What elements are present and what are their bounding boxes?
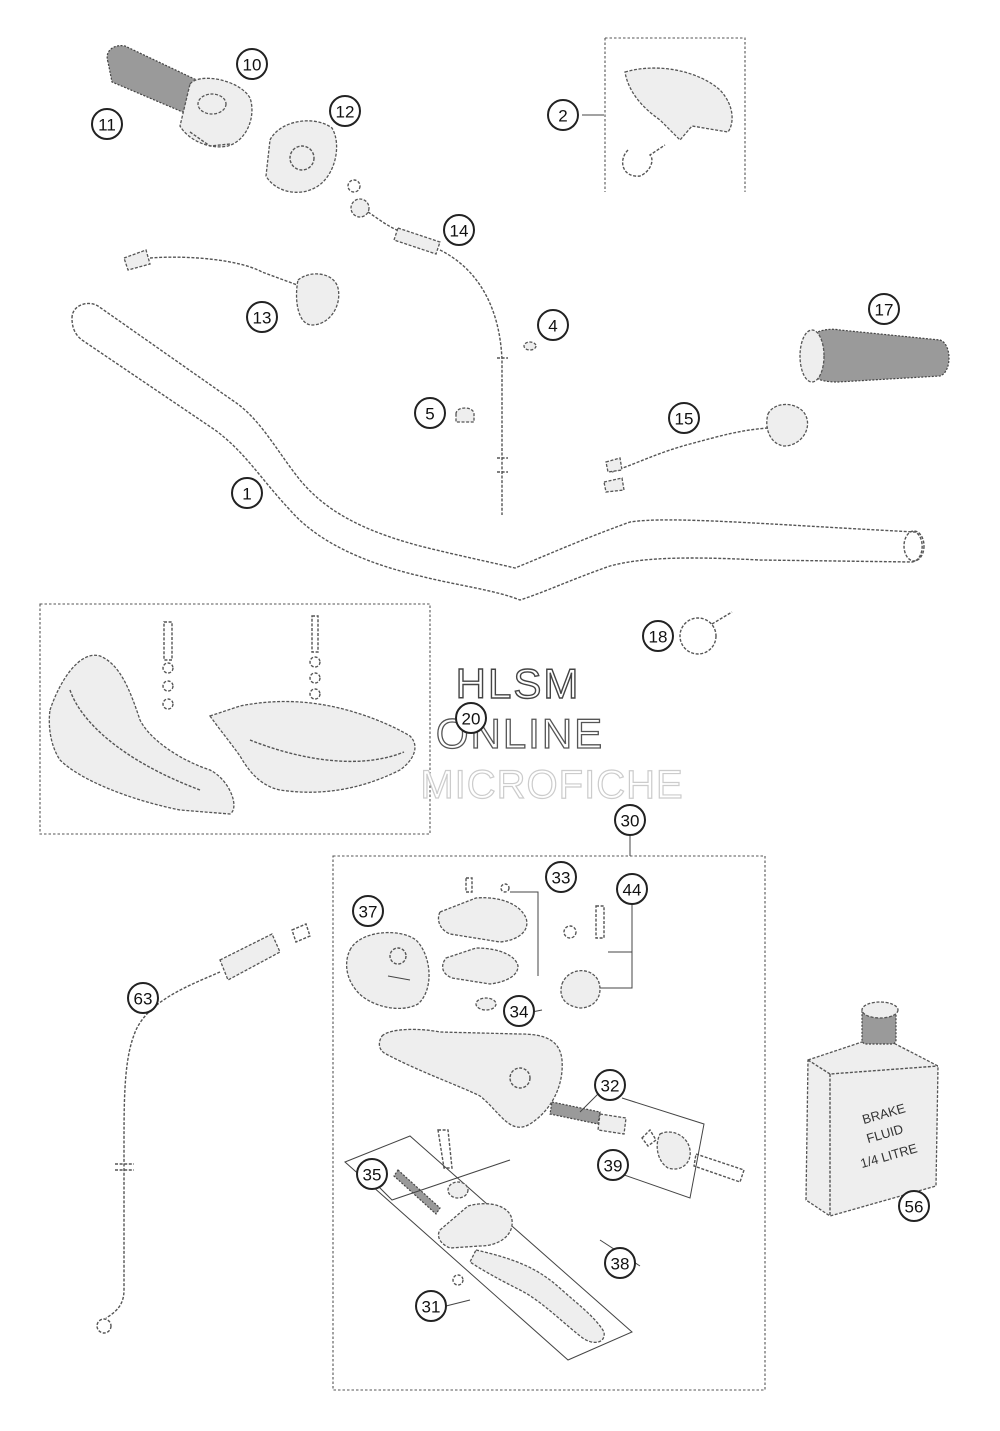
- frame-brake-master: [332, 855, 766, 1391]
- nut-4: [523, 341, 537, 351]
- callout-label-44: 44: [623, 881, 642, 900]
- callout-label-14: 14: [450, 222, 469, 241]
- switch-cable: [123, 249, 340, 326]
- callout-label-17: 17: [875, 301, 894, 320]
- callout-label-63: 63: [134, 990, 153, 1009]
- callout-label-20: 20: [462, 710, 481, 729]
- callout-label-33: 33: [552, 869, 571, 888]
- callout-44: 44: [616, 873, 648, 905]
- callout-5: 5: [414, 397, 446, 429]
- callout-label-31: 31: [422, 1298, 441, 1317]
- callout-layer: 1245101112131415171820303132333435373839…: [91, 48, 930, 1322]
- callout-13: 13: [246, 301, 278, 333]
- callout-31: 31: [415, 1290, 447, 1322]
- callout-label-11: 11: [98, 116, 116, 135]
- callout-label-1: 1: [242, 485, 251, 504]
- callout-4: 4: [537, 309, 569, 341]
- callout-label-15: 15: [675, 410, 694, 429]
- callout-label-30: 30: [621, 812, 640, 831]
- callout-label-32: 32: [601, 1077, 620, 1096]
- watermark-line-3: MICROFICHE: [420, 763, 683, 807]
- brake-fluid-can: BRAKE FLUID 1/4 LITRE: [805, 1001, 939, 1217]
- callout-label-13: 13: [253, 309, 272, 328]
- kill-switch: [603, 403, 809, 493]
- left-grip: [799, 328, 950, 383]
- throttle-grip: [106, 45, 253, 148]
- callout-37: 37: [352, 895, 384, 927]
- callout-label-38: 38: [611, 1255, 630, 1274]
- callout-35: 35: [356, 1158, 388, 1190]
- callout-32: 32: [594, 1069, 626, 1101]
- callout-30: 30: [614, 804, 646, 836]
- callout-14: 14: [443, 214, 475, 246]
- callout-12: 12: [329, 95, 361, 127]
- callout-label-5: 5: [425, 405, 434, 424]
- callout-1: 1: [231, 477, 263, 509]
- brake-line: [96, 923, 311, 1334]
- callout-18: 18: [642, 620, 674, 652]
- callout-label-2: 2: [558, 107, 567, 126]
- callout-label-39: 39: [604, 1157, 623, 1176]
- clip-5: [455, 407, 475, 423]
- callout-10: 10: [236, 48, 268, 80]
- callout-33: 33: [545, 861, 577, 893]
- throttle-cable: [347, 179, 508, 515]
- callout-17: 17: [868, 293, 900, 325]
- callout-38: 38: [604, 1247, 636, 1279]
- callout-label-35: 35: [363, 1166, 382, 1185]
- callout-56: 56: [898, 1190, 930, 1222]
- callout-63: 63: [127, 982, 159, 1014]
- watermark-line-1: HLSM: [456, 660, 581, 707]
- callout-label-56: 56: [905, 1198, 924, 1217]
- frame-handguards: [39, 603, 431, 835]
- hose-clamp: [679, 611, 733, 655]
- callout-label-37: 37: [359, 903, 378, 922]
- handlebar: [71, 302, 923, 601]
- callout-15: 15: [668, 402, 700, 434]
- callout-20: 20: [455, 702, 487, 734]
- callout-2: 2: [547, 99, 579, 131]
- callout-label-4: 4: [548, 317, 557, 336]
- brake-master-assembly: [344, 877, 745, 1361]
- handguards: [48, 615, 416, 815]
- part-2-cover: [621, 67, 733, 177]
- frame-part-2: [604, 37, 746, 192]
- callout-label-10: 10: [243, 56, 262, 75]
- callout-34: 34: [503, 995, 535, 1027]
- callout-39: 39: [597, 1149, 629, 1181]
- callout-label-18: 18: [649, 628, 668, 647]
- callout-label-12: 12: [336, 103, 355, 122]
- throttle-cover: [265, 120, 338, 193]
- callout-11: 11: [91, 108, 123, 140]
- callout-label-34: 34: [510, 1003, 529, 1022]
